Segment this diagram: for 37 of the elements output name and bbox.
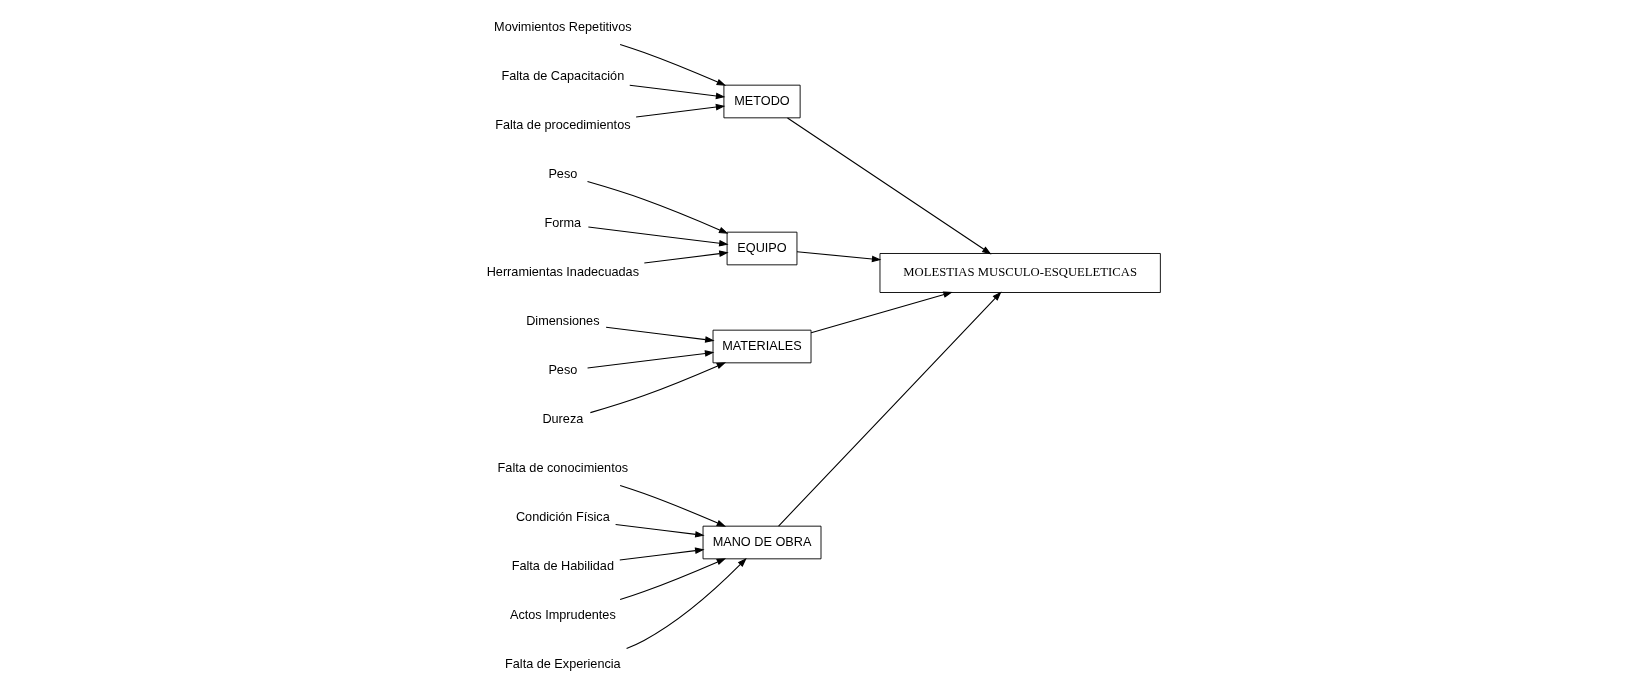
node-text: Movimientos Repetitivos xyxy=(494,20,632,35)
node-box: EQUIPO xyxy=(726,231,798,266)
arrow xyxy=(786,117,992,255)
node-box: MANO DE OBRA xyxy=(702,525,822,560)
arrow xyxy=(586,181,729,234)
arrow xyxy=(810,291,953,334)
arrow xyxy=(626,557,747,650)
arrow xyxy=(587,226,729,247)
node-text: Condición Física xyxy=(515,510,610,525)
node-box: MOLESTIAS MUSCULO-ESQUELETICAS xyxy=(879,253,1161,293)
arrow xyxy=(615,523,705,538)
node-text: Falta de conocimientos xyxy=(497,461,629,476)
arrow xyxy=(619,547,705,561)
node-box: METODO xyxy=(723,84,801,119)
node-text: Forma xyxy=(544,216,582,231)
arrow xyxy=(635,103,726,118)
node-text: Falta de Habilidad xyxy=(511,559,614,574)
arrow xyxy=(619,484,727,527)
node-text: Dimensiones xyxy=(526,314,600,329)
arrow xyxy=(643,250,729,264)
arrow xyxy=(629,84,726,100)
node-text: Dureza xyxy=(542,412,584,427)
node-text: Falta de Experiencia xyxy=(505,657,621,672)
arrow xyxy=(778,291,1002,527)
arrow xyxy=(587,350,715,369)
node-text: Falta de Capacitación xyxy=(501,69,625,84)
arrow xyxy=(605,326,715,343)
node-text: Peso xyxy=(548,363,578,378)
node-box: MATERIALES xyxy=(712,329,812,364)
node-text: Falta de procedimientos xyxy=(495,118,631,133)
node-text: Herramientas Inadecuadas xyxy=(486,265,640,280)
arrow xyxy=(619,558,727,601)
arrow xyxy=(619,43,727,86)
arrow xyxy=(796,251,882,263)
node-text: Actos Imprudentes xyxy=(509,608,616,623)
node-text: Peso xyxy=(548,167,578,182)
arrow xyxy=(589,362,727,414)
